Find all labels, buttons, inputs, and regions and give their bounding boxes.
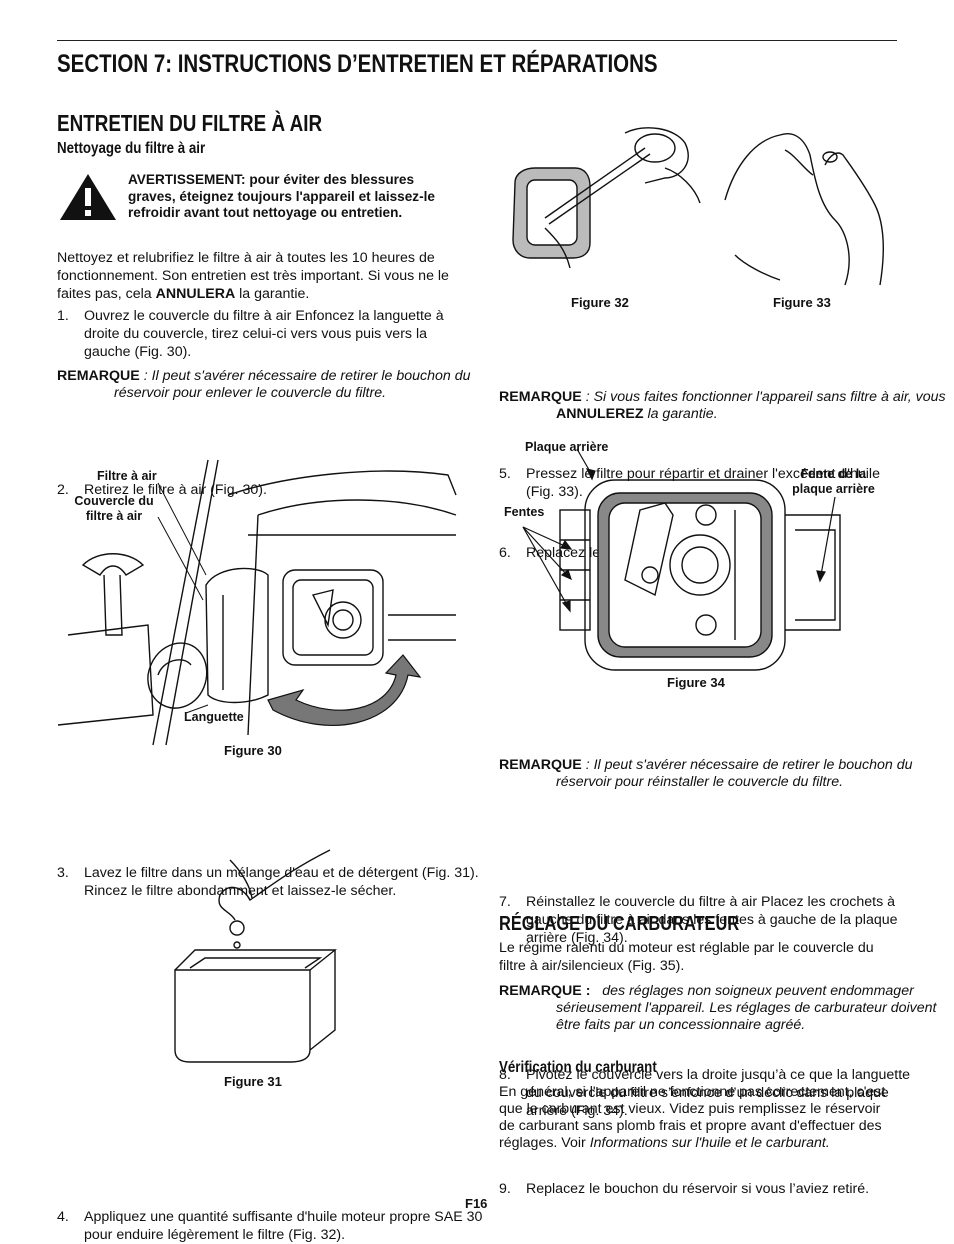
step-2: 2.Retirez le filtre à air (Fig. 30). xyxy=(57,482,267,498)
step-5: 5.Pressez le filtre pour répartir et dra… xyxy=(499,466,880,500)
warning-icon xyxy=(60,174,116,220)
note-4: REMARQUE : des réglages non soigneux peu… xyxy=(499,983,937,1033)
fig30-label-tab: Languette xyxy=(184,710,244,724)
section-title: SECTION 7: INSTRUCTIONS D’ENTRETIEN ET R… xyxy=(57,50,658,78)
heading-air-filter: ENTRETIEN DU FILTRE À AIR xyxy=(57,110,323,136)
figure-33-caption: Figure 33 xyxy=(773,295,831,310)
fig34-label-slots: Fentes xyxy=(504,505,545,519)
step-3: 3.Lavez le filtre dans un mélange d'eau … xyxy=(57,865,479,899)
top-rule xyxy=(57,40,897,41)
fig34-label-plate: Plaque arrière xyxy=(525,440,609,454)
carburetor-text: Le régime ralenti du moteur est réglable… xyxy=(499,940,874,974)
figure-34-caption: Figure 34 xyxy=(667,675,725,690)
figure-34-illustration xyxy=(522,448,841,671)
fuel-text: En général, si l'appareil ne fonctionne … xyxy=(499,1084,886,1151)
fig30-label-filter: Filtre à air xyxy=(97,469,157,483)
figure-32-illustration xyxy=(512,127,701,269)
fig30-label-cover: Couvercle du filtre à air xyxy=(74,494,154,523)
note-1: REMARQUE : Il peut s'avérer nécessaire d… xyxy=(57,368,471,401)
figure-33-illustration xyxy=(724,133,884,286)
heading-fuel-check: Vérification du carburant xyxy=(499,1059,657,1076)
warning-text: AVERTISSEMENT: pour éviter des blessures… xyxy=(128,172,435,220)
figure-32-caption: Figure 32 xyxy=(571,295,629,310)
figure-31-illustration xyxy=(174,849,337,1063)
note-3: REMARQUE : Il peut s'avérer nécessaire d… xyxy=(499,757,913,790)
figure-31-caption: Figure 31 xyxy=(224,1074,282,1089)
step-1: 1.Ouvrez le couvercle du filtre à air En… xyxy=(57,308,444,360)
step-7: 7.Réinstallez le couvercle du filtre à a… xyxy=(499,894,898,946)
figure-30-illustration xyxy=(57,459,457,746)
fig34-label-slot: Fente de la plaque arrière xyxy=(792,467,875,496)
subheading-cleaning: Nettoyage du filtre à air xyxy=(57,140,206,157)
figure-30-caption: Figure 30 xyxy=(224,743,282,758)
page-number: F16 xyxy=(465,1196,488,1211)
step-8: 8.Pivotez le couvercle vers la droite ju… xyxy=(499,1067,911,1119)
step-4: 4.Appliquez une quantité suffisante d'hu… xyxy=(57,1209,483,1243)
heading-carburetor: RÉGLAGE DU CARBURATEUR xyxy=(499,913,740,935)
step-9: 9.Replacez le bouchon du réservoir si vo… xyxy=(499,1181,870,1197)
intro-paragraph: Nettoyez et relubrifiez le filtre à air … xyxy=(57,250,449,302)
note-2: REMARQUE : Si vous faites fonctionner l'… xyxy=(499,389,946,422)
